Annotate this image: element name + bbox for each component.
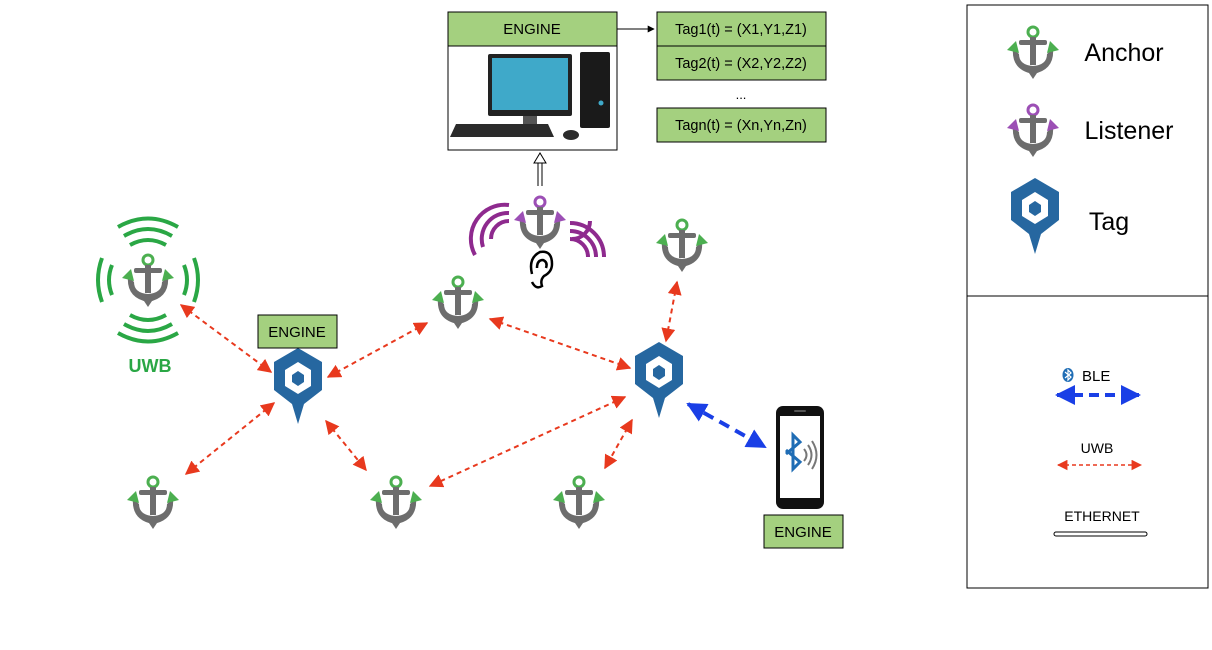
engine-computer: ENGINE (447, 11, 618, 151)
legend-listener-label: Listener (1085, 117, 1174, 145)
tag-position-box (656, 45, 827, 81)
uwb-label: UWB (129, 356, 172, 376)
tag-icon (635, 342, 683, 418)
legend-tag-icon (1011, 178, 1059, 254)
engine-tag-box: ENGINE (257, 314, 338, 349)
anchor-icon (120, 253, 176, 309)
ble-link (686, 402, 767, 449)
listener-wave-icon-right (569, 221, 606, 258)
computer-icon (450, 52, 610, 140)
engine-phone-box: ENGINE (763, 514, 844, 549)
uwb-links (179, 280, 682, 488)
ethernet-link (533, 152, 547, 186)
tag-position-ellipsis: ... (736, 87, 747, 102)
engine-tag-label: ENGINE (268, 324, 326, 341)
ear-icon (529, 250, 554, 289)
uwb-link (428, 395, 627, 488)
legend-uwb-label: UWB (1081, 440, 1114, 456)
tag-position-text: Tag1(t) = (X1,Y1,Z1) (675, 22, 807, 38)
uwb-link (325, 419, 367, 472)
legend-ble-label: BLE (1082, 368, 1110, 385)
anchor-icon (551, 475, 607, 531)
bluetooth-icon (1062, 368, 1074, 382)
anchor-icon (430, 275, 486, 331)
uwb-anchor-node: UWB (96, 216, 200, 376)
tag-position-text: Tag2(t) = (X2,Y2,Z2) (675, 56, 807, 72)
uwb-wave-icon (96, 216, 200, 344)
legend-ethernet-label: ETHERNET (1064, 508, 1140, 524)
engine-computer-header (447, 11, 618, 47)
tag-position-text: Tagn(t) = (Xn,Yn,Zn) (675, 118, 807, 134)
smartphone-icon (776, 406, 824, 509)
engine-phone-label: ENGINE (774, 524, 832, 541)
listener-node (468, 195, 606, 289)
uwb-link (661, 280, 682, 343)
tag-position-box (656, 11, 827, 47)
legend-ethernet: ETHERNET (1053, 508, 1148, 537)
uwb-link (326, 322, 429, 378)
legend-listener-icon (1005, 103, 1061, 159)
uwb-link (184, 402, 276, 475)
legend: Anchor Listener Tag BLE UWB ETHERNET (966, 4, 1209, 589)
anchor-icon (368, 475, 424, 531)
legend-anchor-label: Anchor (1084, 39, 1163, 67)
anchor-icon (125, 475, 181, 531)
tag-position-box (656, 107, 827, 143)
legend-ethernet-line (1053, 531, 1148, 537)
legend-uwb: UWB (1056, 440, 1143, 471)
tag-icon (274, 348, 322, 424)
uwb-link (488, 316, 632, 371)
uwb-link (604, 418, 633, 470)
listener-icon (512, 195, 568, 251)
legend-anchor-icon (1005, 25, 1061, 81)
legend-ble: BLE (1055, 368, 1141, 405)
tag-position-list: Tag1(t) = (X1,Y1,Z1) Tag2(t) = (X2,Y2,Z2… (656, 11, 827, 143)
engine-computer-label: ENGINE (503, 21, 561, 38)
legend-tag-label: Tag (1089, 208, 1129, 236)
bluetooth-icon (785, 431, 818, 473)
uwb-link (179, 304, 273, 373)
anchor-icon (654, 218, 710, 274)
